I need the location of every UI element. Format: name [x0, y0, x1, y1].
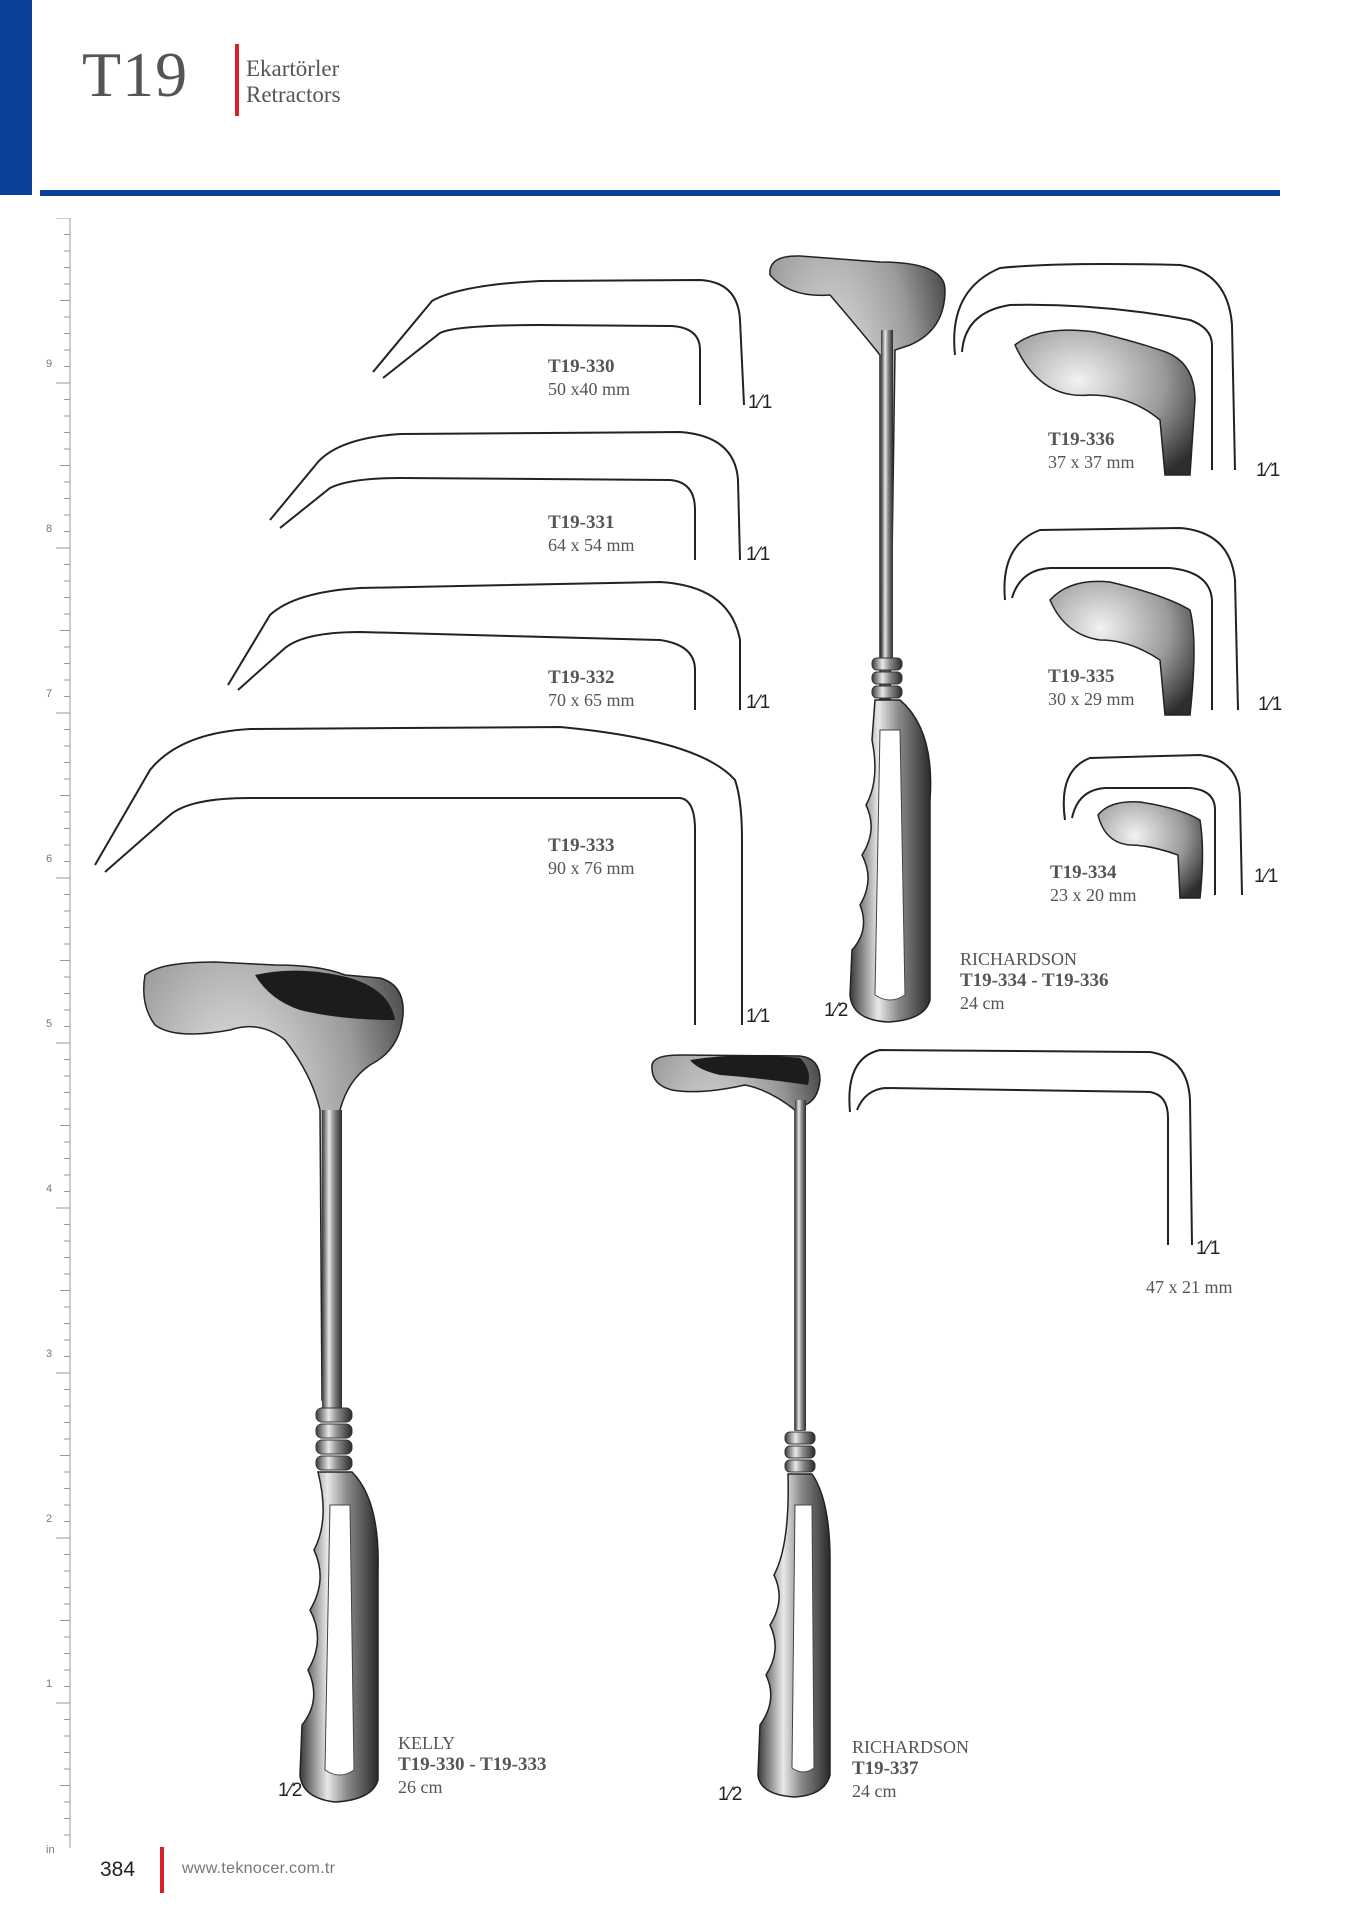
blade-outline-t19-330	[372, 278, 745, 406]
instrument-name: RICHARDSON	[960, 949, 1078, 969]
header-rule	[40, 190, 1280, 196]
kelly-retractor-26cm	[143, 961, 404, 1803]
instrument-length: 24 cm	[852, 1781, 897, 1801]
ruler-mark: 1	[46, 1678, 53, 1690]
instrument-label-richardson-337: RICHARDSON T19-337 24 cm	[852, 1736, 969, 1802]
instrument-codes: T19-337	[852, 1758, 919, 1779]
scale-label: 1⁄2	[278, 1780, 303, 1801]
blade-outline-t19-333	[94, 725, 743, 1025]
blade-label-t19-336: T19-336 37 x 37 mm	[1048, 429, 1135, 473]
footer-divider	[160, 1847, 164, 1893]
instrument-codes: T19-330 - T19-333	[398, 1754, 547, 1775]
blade-label-t19-335: T19-335 30 x 29 mm	[1048, 666, 1135, 710]
blade-t19-336	[953, 263, 1236, 476]
instrument-codes: T19-334 - T19-336	[960, 970, 1109, 991]
product-size: 64 x 54 mm	[548, 535, 635, 555]
product-size: 23 x 20 mm	[1050, 885, 1137, 905]
ruler-mark: 6	[46, 853, 53, 865]
header-accent-bar	[0, 0, 32, 195]
ruler-mark: 3	[46, 1348, 53, 1360]
blade-label-t19-331: T19-331 64 x 54 mm	[548, 512, 635, 556]
product-code: T19-333	[548, 835, 615, 856]
blade-t19-334	[1062, 753, 1243, 899]
ruler-unit: in	[46, 1844, 55, 1856]
ruler-mark: 4	[46, 1183, 53, 1195]
inch-ruler	[56, 218, 71, 1848]
blade-label-t19-334: T19-334 23 x 20 mm	[1050, 862, 1137, 906]
scale-label: 1⁄1	[746, 1006, 771, 1027]
blade-label-t19-330: T19-330 50 x40 mm	[548, 356, 630, 400]
scale-label: 1⁄2	[824, 1000, 849, 1021]
instrument-label-kelly: KELLY T19-330 - T19-333 26 cm	[398, 1732, 546, 1798]
blade-outline-t19-332	[227, 580, 741, 710]
scale-label: 1⁄1	[1258, 694, 1283, 715]
ruler-mark: 7	[46, 688, 53, 700]
product-code: T19-334	[1050, 862, 1117, 883]
product-code: T19-330	[548, 356, 615, 377]
ruler-mark: 8	[46, 523, 53, 535]
scale-label: 1⁄1	[746, 544, 771, 565]
instrument-label-richardson: RICHARDSON T19-334 - T19-336 24 cm	[960, 948, 1108, 1014]
instrument-name: KELLY	[398, 1733, 456, 1753]
section-title-tr: Ekartörler	[246, 56, 340, 81]
ruler-mark: 5	[46, 1018, 53, 1030]
instrument-length: 26 cm	[398, 1777, 443, 1797]
blade-outline-t19-337	[848, 1048, 1193, 1246]
page-number: 384	[100, 1858, 136, 1881]
scale-label: 1⁄1	[746, 692, 771, 713]
product-size: 37 x 37 mm	[1048, 452, 1135, 472]
section-code: T19	[82, 39, 189, 110]
blade-t19-335	[1003, 526, 1239, 716]
richardson-retractor-24cm	[769, 255, 946, 1023]
product-code: T19-336	[1048, 429, 1115, 450]
product-code: T19-335	[1048, 666, 1115, 687]
scale-label: 1⁄2	[718, 1784, 743, 1805]
product-code: T19-331	[548, 512, 615, 533]
richardson-retractor-t19-337	[651, 1054, 831, 1798]
ruler-mark: 2	[46, 1513, 53, 1525]
product-size: 90 x 76 mm	[548, 858, 635, 878]
website-link[interactable]: www.teknocer.com.tr	[182, 1860, 336, 1877]
section-title: Ekartörler Retractors	[246, 56, 341, 108]
header-panel	[32, 0, 1282, 190]
scale-label: 1⁄1	[1256, 460, 1281, 481]
product-code: T19-332	[548, 667, 615, 688]
blade-outline-t19-331	[269, 430, 741, 561]
scale-label: 1⁄1	[1196, 1238, 1221, 1259]
blade-size-t19-337: 47 x 21 mm	[1146, 1277, 1233, 1297]
blade-label-t19-332: T19-332 70 x 65 mm	[548, 667, 635, 711]
scale-label: 1⁄1	[1254, 866, 1279, 887]
instrument-length: 24 cm	[960, 993, 1005, 1013]
blade-label-t19-333: T19-333 90 x 76 mm	[548, 835, 635, 879]
product-size: 70 x 65 mm	[548, 690, 635, 710]
scale-label: 1⁄1	[748, 392, 773, 413]
ruler-mark: 9	[46, 358, 53, 370]
instrument-name: RICHARDSON	[852, 1737, 970, 1757]
product-size: 30 x 29 mm	[1048, 689, 1135, 709]
header-divider	[235, 44, 239, 116]
section-title-en: Retractors	[246, 82, 341, 107]
product-size: 50 x40 mm	[548, 379, 631, 399]
